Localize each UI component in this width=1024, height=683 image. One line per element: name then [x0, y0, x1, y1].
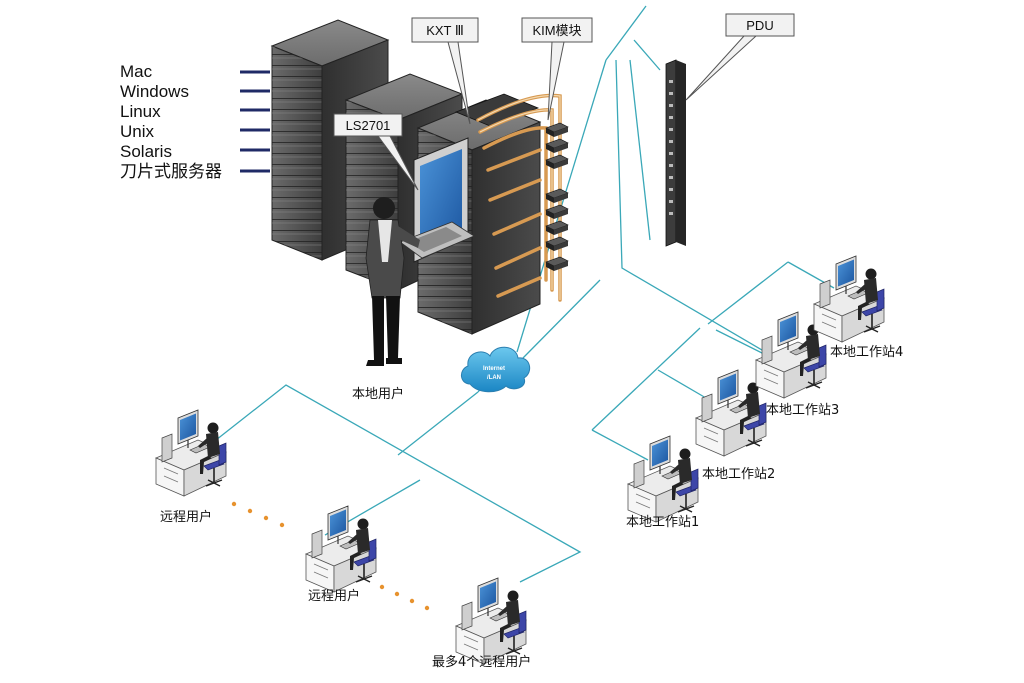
label-remote-user-1: 远程用户 — [160, 509, 212, 525]
os-connector-bars — [240, 70, 270, 173]
label-remote-user-max: 最多4个远程用户 — [432, 654, 531, 670]
local-workstation-1 — [627, 435, 699, 523]
label-workstation-4: 本地工作站4 — [830, 345, 903, 360]
svg-text:LS2701: LS2701 — [346, 118, 391, 133]
os-label-blade: 刀片式服务器 — [120, 162, 222, 181]
callout-pdu: PDU — [685, 13, 795, 101]
diagram-labels: 本地用户 远程用户 远程用户 最多4个远程用户 本地工作站1 本地工作站2 本地… — [160, 345, 903, 670]
callout-kim: KIM模块 — [521, 17, 593, 121]
callout-kxt: KXT Ⅲ — [411, 17, 479, 125]
os-label-solaris: Solaris — [120, 142, 172, 161]
os-label-windows: Windows — [120, 82, 189, 101]
internet-lan-cloud: Internet /LAN — [461, 346, 531, 393]
remote-ellipsis-dots — [231, 501, 430, 611]
pdu-strip — [665, 59, 686, 247]
remote-workstation-2 — [305, 505, 377, 593]
label-local-user: 本地用户 — [352, 386, 404, 402]
os-list: Mac Windows Linux Unix Solaris 刀片式服务器 — [120, 62, 270, 181]
svg-text:PDU: PDU — [746, 18, 773, 33]
os-label-linux: Linux — [120, 102, 161, 121]
label-workstation-2: 本地工作站2 — [702, 467, 775, 482]
label-workstation-3: 本地工作站3 — [766, 403, 839, 418]
os-label-unix: Unix — [120, 122, 155, 141]
svg-text:KXT Ⅲ: KXT Ⅲ — [426, 23, 464, 38]
os-label-mac: Mac — [120, 62, 153, 81]
callout-ls: LS2701 — [333, 113, 419, 191]
lcd-console — [399, 137, 475, 263]
svg-text:KIM模块: KIM模块 — [532, 23, 581, 38]
label-workstation-1: 本地工作站1 — [626, 515, 699, 530]
svg-text:/LAN: /LAN — [487, 375, 501, 381]
label-remote-user-2: 远程用户 — [308, 588, 360, 604]
remote-workstation-1 — [155, 409, 227, 497]
local-workstation-4 — [813, 255, 885, 343]
kim-modules — [545, 122, 569, 272]
local-user-figure — [365, 197, 420, 366]
local-workstation-2 — [695, 369, 767, 457]
svg-text:Internet: Internet — [483, 366, 505, 372]
remote-workstation-3 — [455, 577, 527, 665]
